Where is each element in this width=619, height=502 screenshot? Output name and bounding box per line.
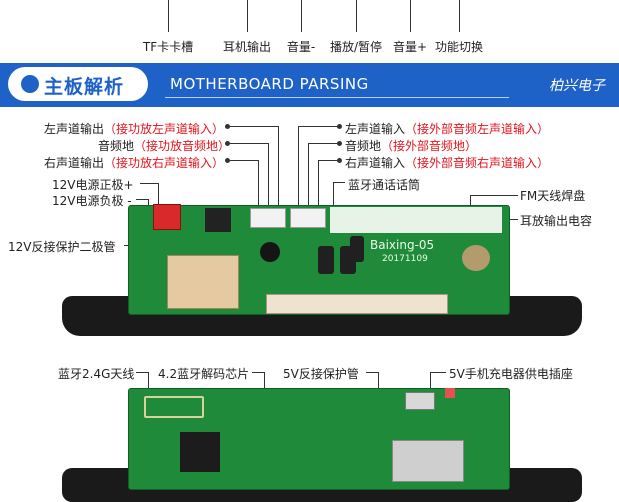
label-amp-output-capacitor: 耳放输出电容 (520, 214, 593, 228)
label-5v-protection: 5V反接保护管 (283, 367, 359, 381)
leader-line (298, 126, 338, 127)
red-power-terminal (153, 204, 181, 230)
white-connector-right (290, 208, 326, 228)
capacitor-3 (350, 236, 364, 262)
voltage-regulator (205, 208, 231, 232)
leader-line (333, 182, 345, 183)
top-label-play-pause: 播放/暂停 (329, 40, 383, 54)
bt-chip (180, 432, 220, 472)
leader-line (356, 0, 357, 32)
crystal (462, 245, 490, 271)
label-5v-charger-socket: 5V手机充电器供电插座 (449, 367, 573, 381)
banner-rule (165, 97, 509, 98)
leader-line (230, 143, 268, 144)
leader-line (258, 160, 259, 220)
leader-line (410, 0, 411, 32)
label-12v-negative: 12V电源负极 - (52, 194, 132, 208)
tf-card-slot (392, 440, 464, 482)
label-bt-antenna: 蓝牙2.4G天线 (58, 367, 135, 381)
leader-line (148, 372, 149, 400)
antenna-trace (144, 396, 204, 418)
banner-title-pill: 主板解析 (8, 67, 148, 101)
board-date-text: 20171109 (382, 254, 428, 264)
leader-line (278, 126, 279, 220)
wire-header (167, 255, 239, 309)
leader-line (247, 0, 248, 32)
top-label-volume-up: 音量+ (392, 40, 428, 54)
label-audio-ground-out: 音频地（接功放音频地） (98, 139, 231, 153)
top-label-volume-down: 音量- (286, 40, 316, 54)
leader-line (136, 372, 148, 373)
capacitor-1 (318, 246, 334, 274)
leader-line (459, 0, 460, 32)
board-model-text: Baixing-05 (370, 238, 435, 252)
leader-line (140, 183, 158, 184)
leader-line (430, 372, 446, 373)
leader-dot (337, 124, 342, 129)
leader-line (333, 182, 334, 212)
leader-dot (337, 141, 342, 146)
label-bt-chip: 4.2蓝牙解码芯片 (158, 367, 250, 381)
leader-line (158, 183, 159, 205)
leader-line (366, 372, 378, 373)
leader-line (230, 160, 258, 161)
edge-connector (266, 294, 448, 314)
leader-line (230, 126, 278, 127)
leader-dot (225, 158, 230, 163)
white-connector-left (250, 208, 286, 228)
banner-subtitle: MOTHERBOARD PARSING (170, 75, 369, 93)
leader-line (301, 0, 302, 32)
leader-line (318, 160, 319, 220)
brand-name: 柏兴电子 (549, 78, 605, 94)
label-bt-mic: 蓝牙通话话筒 (348, 178, 421, 192)
leader-dot (337, 158, 342, 163)
silkscreen-white-area (330, 207, 502, 233)
leader-line (298, 126, 299, 220)
label-left-channel-out: 左声道输出（接功放左声道输入） (44, 122, 225, 136)
leader-line (308, 143, 309, 220)
leader-line (470, 195, 471, 211)
banner-title: 主板解析 (44, 76, 125, 98)
leader-line (168, 0, 169, 32)
leader-line (470, 195, 518, 196)
label-audio-ground-in: 音频地（接外部音频地） (345, 139, 478, 153)
leader-dot (225, 141, 230, 146)
label-right-channel-out: 右声道输出（接功放右声道输入） (44, 156, 225, 170)
leader-line (136, 199, 148, 200)
label-right-channel-in: 右声道输入（接外部音频右声道输入） (345, 156, 550, 170)
label-left-channel-in: 左声道输入（接外部音频左声道输入） (345, 122, 550, 136)
label-12v-positive: 12V电源正极+ (52, 178, 134, 192)
leader-line (308, 143, 338, 144)
top-label-tf-slot: TF卡卡槽 (142, 40, 194, 54)
label-12v-diode: 12V反接保护二极管 (8, 240, 116, 254)
red-led (445, 388, 455, 398)
usb-socket (405, 392, 435, 410)
leader-line (318, 160, 338, 161)
leader-line (430, 372, 431, 396)
leader-line (268, 143, 269, 220)
section-banner: 主板解析 MOTHERBOARD PARSING 柏兴电子 (0, 63, 619, 107)
top-label-headphone-out: 耳机输出 (222, 40, 272, 54)
inductor (260, 242, 280, 262)
bullet-icon (21, 75, 39, 93)
leader-dot (225, 124, 230, 129)
label-fm-antenna: FM天线焊盘 (520, 189, 586, 203)
top-label-mode-switch: 功能切换 (434, 40, 484, 54)
leader-line (252, 372, 264, 373)
